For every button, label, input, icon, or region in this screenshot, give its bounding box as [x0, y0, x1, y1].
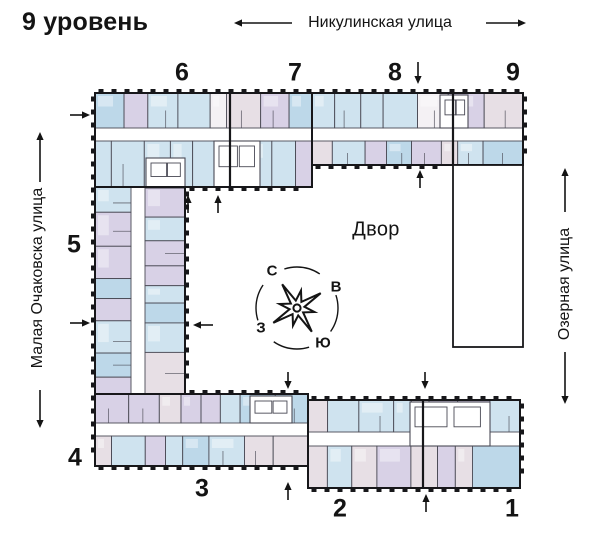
band-top-right — [311, 92, 524, 166]
page-title: 9 уровень — [22, 8, 149, 36]
entrance-arrow-icon — [184, 195, 192, 213]
street-label-left: Малая Очаковска улица — [29, 187, 46, 369]
band-top-left — [94, 92, 313, 188]
building-plan — [91, 89, 527, 492]
entrance-arrow-icon — [70, 111, 90, 119]
entrance-arrow-icon — [284, 372, 292, 389]
street-arrow-down-icon — [561, 352, 569, 404]
street-label-right: Озерная улица — [556, 227, 573, 341]
compass-south-label: Ю — [313, 334, 333, 352]
entrance-arrow-icon — [422, 494, 430, 512]
core-rooms — [249, 395, 293, 424]
street-arrow-down-icon — [36, 390, 44, 428]
balcony-ticks — [91, 89, 527, 492]
compass-rose-icon — [255, 266, 339, 350]
section-label-6: 6 — [175, 58, 189, 87]
section-label-4: 4 — [68, 443, 82, 472]
street-arrow-up-icon — [561, 168, 569, 212]
band-left — [94, 186, 186, 395]
compass-east-label: В — [328, 278, 344, 296]
courtyard-label: Двор — [352, 218, 400, 241]
compass-north-label: С — [264, 262, 280, 280]
street-label-top: Никулинская улица — [308, 14, 452, 31]
section-label-3: 3 — [195, 474, 209, 503]
street-arrow-east-icon — [486, 19, 526, 27]
entrance-arrow-icon — [70, 319, 90, 327]
core-rooms — [145, 157, 186, 189]
section-label-9: 9 — [506, 58, 520, 87]
annex-outline — [452, 164, 524, 348]
section-label-2: 2 — [333, 494, 347, 523]
entrance-arrow-icon — [193, 321, 213, 329]
entrance-arrow-icon — [214, 195, 222, 213]
core-rooms — [213, 140, 261, 188]
entrance-arrow-icon — [421, 372, 429, 389]
section-label-8: 8 — [388, 58, 402, 87]
street-arrow-up-icon — [36, 132, 44, 182]
section-label-7: 7 — [288, 58, 302, 87]
entrance-arrow-icon — [416, 170, 424, 188]
entrance-arrow-icon — [284, 482, 292, 500]
entrance-arrow-icon — [414, 62, 422, 84]
section-label-5: 5 — [67, 230, 81, 259]
section-label-1: 1 — [505, 494, 519, 523]
street-arrow-west-icon — [234, 19, 292, 27]
compass-west-label: З — [254, 319, 268, 337]
